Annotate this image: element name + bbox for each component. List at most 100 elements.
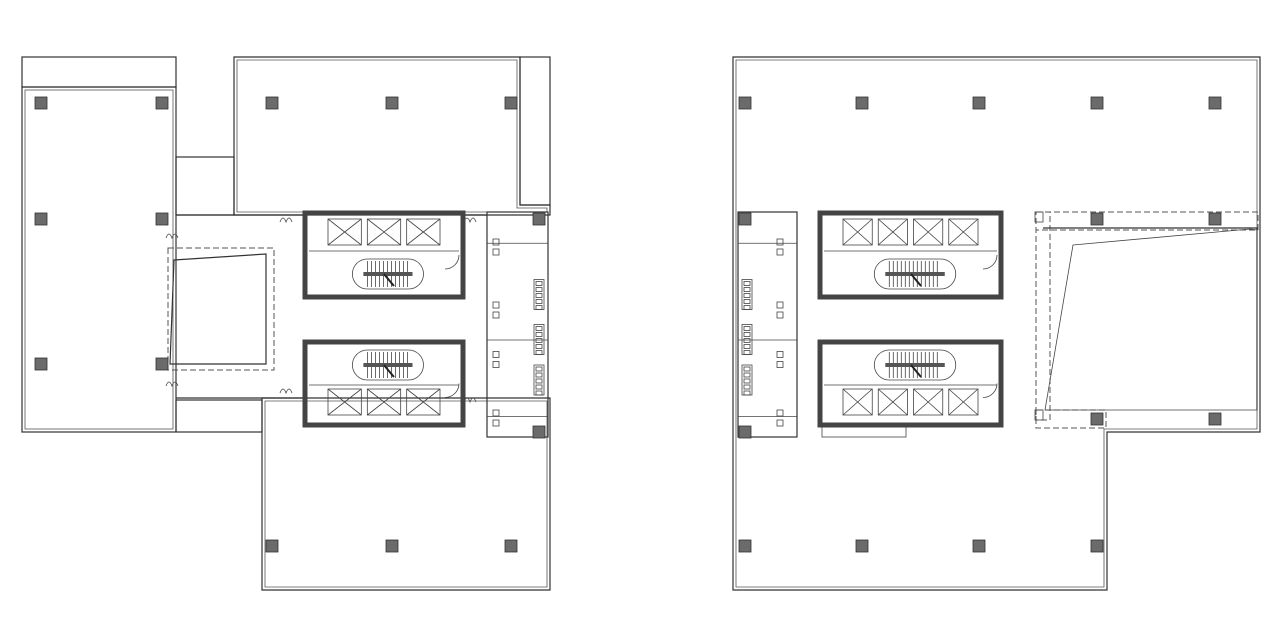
wc [492, 361, 500, 368]
fixture [743, 350, 751, 355]
wc [492, 419, 500, 427]
urinal-bank [533, 279, 545, 310]
wc [776, 351, 784, 358]
core-wall [302, 339, 466, 428]
column [504, 539, 518, 553]
double-door [165, 233, 179, 240]
fixture [743, 390, 751, 396]
wc [492, 351, 500, 358]
wc [776, 419, 784, 427]
wc [776, 361, 784, 368]
fixture [535, 287, 543, 292]
elevator-cross [327, 218, 362, 246]
door-swing [982, 383, 998, 398]
wc [776, 238, 784, 246]
column [855, 96, 869, 110]
fixture [743, 378, 751, 384]
column [385, 539, 399, 553]
fixture [535, 372, 543, 378]
elevator-shaft [877, 388, 908, 416]
stair-handrail [885, 363, 945, 367]
atrium-edge-bottom [1035, 409, 1107, 429]
wc [776, 248, 784, 256]
fixture [743, 299, 751, 304]
elevator-cross [948, 388, 979, 416]
atrium-edge-top [1035, 211, 1259, 231]
urinal-bank [741, 279, 753, 310]
column [34, 96, 48, 110]
elevator-cross [842, 388, 873, 416]
fixture [535, 390, 543, 396]
elevator-shaft [877, 218, 908, 246]
column [972, 96, 986, 110]
west-wing [21, 86, 177, 433]
stair-handrail [363, 272, 413, 276]
elevator-shaft [366, 218, 402, 246]
column [1090, 212, 1104, 226]
double-door [463, 397, 477, 404]
double-door [279, 217, 293, 224]
atrium-edge-left [1035, 211, 1051, 421]
fixture [743, 305, 751, 310]
column [738, 212, 752, 226]
atrium-void [169, 253, 267, 365]
atrium-post [1034, 211, 1044, 223]
elevator-shaft [327, 218, 362, 246]
atrium-void-edge [167, 247, 275, 371]
door-swing [982, 254, 998, 270]
fixture [535, 332, 543, 337]
elevator-cross [367, 388, 401, 416]
urinal-bank [533, 324, 545, 355]
fixture [743, 344, 751, 349]
atrium-post [1034, 409, 1044, 421]
column [738, 539, 752, 553]
elevator-cross [406, 218, 441, 246]
stair-outline [351, 349, 424, 381]
wc [492, 248, 500, 256]
fixture [535, 326, 543, 331]
elevator-cross [948, 218, 979, 246]
fixture [743, 332, 751, 337]
atrium-void [1044, 228, 1258, 411]
core-wall [817, 339, 1004, 428]
elevator-shaft [948, 388, 979, 416]
connector-south [175, 399, 263, 433]
double-door [279, 388, 293, 395]
elevator-cross [327, 388, 362, 416]
column [532, 425, 546, 439]
connector-north [175, 156, 235, 216]
column [738, 96, 752, 110]
elevator-cross [877, 388, 908, 416]
south-wing-inner [264, 400, 548, 588]
floor-outline-inner [735, 59, 1258, 588]
fixture [535, 344, 543, 349]
fixture [743, 281, 751, 286]
balcony-strip [21, 56, 177, 88]
urinal-bank [533, 364, 545, 396]
column [1090, 539, 1104, 553]
elevator-shaft [366, 388, 402, 416]
column [265, 96, 279, 110]
wc [776, 311, 784, 319]
floor-plan-right [732, 56, 1261, 591]
north-wing [233, 56, 551, 216]
fixture [743, 384, 751, 390]
column [1090, 96, 1104, 110]
fixture [535, 378, 543, 384]
wc [492, 301, 500, 309]
core-wall [302, 210, 466, 300]
wc [776, 409, 784, 417]
north-strip [519, 56, 551, 206]
column [504, 96, 518, 110]
column [855, 539, 869, 553]
stair-handrail [885, 272, 945, 276]
elevator-cross [913, 388, 944, 416]
stair-outline [873, 258, 957, 290]
elevator-cross [842, 218, 873, 246]
column [738, 425, 752, 439]
elevator-shaft [913, 388, 944, 416]
core-wall [817, 210, 1004, 300]
fixture [743, 366, 751, 372]
column [1090, 412, 1104, 426]
elevator-cross [877, 218, 908, 246]
